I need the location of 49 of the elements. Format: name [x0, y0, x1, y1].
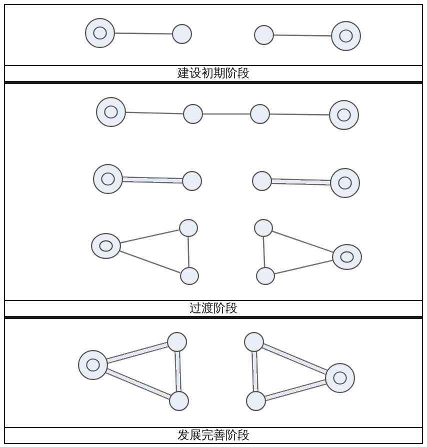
double-circle — [329, 100, 359, 130]
connector-line — [274, 34, 331, 36]
circle — [183, 104, 203, 124]
circle — [254, 219, 272, 237]
stage-panel — [4, 83, 423, 318]
double-circle — [91, 233, 121, 259]
double-line — [271, 178, 331, 186]
double-line — [122, 176, 183, 184]
circle — [169, 391, 189, 411]
double-line — [264, 379, 327, 402]
circle — [182, 171, 202, 191]
circle — [180, 267, 198, 285]
circle — [256, 267, 274, 285]
double-circle — [78, 350, 108, 380]
connector-line — [126, 112, 184, 114]
double-circle — [93, 164, 123, 194]
stage-panel — [4, 318, 423, 444]
connector-line — [270, 113, 329, 116]
connector-line — [115, 32, 172, 35]
circle — [178, 219, 198, 237]
connector-line — [120, 250, 180, 274]
stage-caption: 过渡阶段 — [5, 300, 422, 316]
stage-panel — [4, 4, 423, 83]
double-line — [105, 368, 172, 400]
double-line — [106, 342, 169, 364]
double-circle — [96, 97, 126, 127]
circle — [252, 171, 272, 191]
double-line — [252, 351, 258, 392]
circle — [250, 104, 270, 124]
circle — [244, 332, 264, 352]
double-circle — [332, 244, 362, 270]
connector-line — [120, 229, 179, 244]
double-line — [174, 351, 182, 392]
double-line — [262, 343, 328, 376]
connector-line — [274, 260, 333, 274]
double-circle — [325, 363, 355, 393]
circle — [167, 332, 187, 352]
circle — [246, 391, 266, 411]
double-circle — [330, 168, 360, 198]
stage-caption: 建设初期阶段 — [5, 65, 422, 81]
connector-line — [262, 236, 266, 268]
double-circle — [85, 18, 115, 48]
circle — [254, 25, 274, 45]
connector-line — [188, 236, 190, 268]
circle — [172, 24, 192, 44]
stage-caption: 发展完善阶段 — [5, 427, 422, 443]
connector-line — [203, 113, 250, 115]
double-circle — [331, 21, 361, 51]
connector-line — [272, 230, 334, 253]
